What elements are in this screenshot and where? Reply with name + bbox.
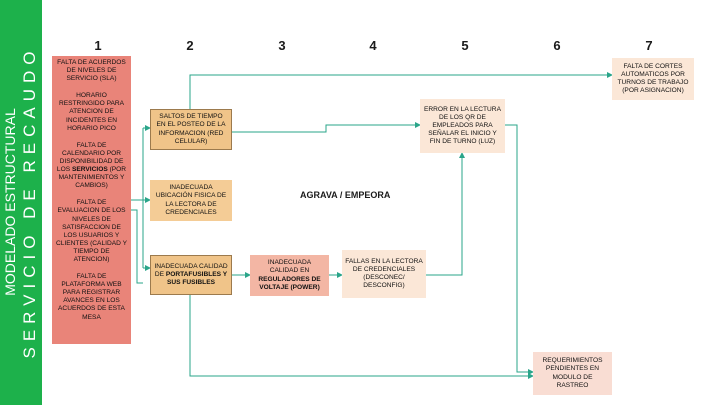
cause-plataforma: FALTA DE PLATAFORMA WEB PARA REGISTRAR A… xyxy=(58,273,125,321)
box-error-qr: ERROR EN LA LECTURA DE LOS QR DE EMPLEAD… xyxy=(420,99,505,153)
cause-evaluacion: FALTA DE EVALUACION DE LOS NIVELES DE SA… xyxy=(56,199,127,263)
box-reguladores-text-bold: REGULADORES DE VOLTAJE (POWER) xyxy=(258,275,321,291)
box-cortes-automaticos: FALTA DE CORTES AUTOMATICOS POR TURNOS D… xyxy=(612,58,694,100)
box-fallas-lectora-text: FALLAS EN LA LECTORA DE CREDENCIALES (DE… xyxy=(345,257,423,290)
column-number-3: 3 xyxy=(278,38,286,53)
box-requerimientos: REQUERIMIENTOS PENDIENTES EN MODULO DE R… xyxy=(533,352,612,395)
column-number-2: 2 xyxy=(186,38,194,53)
arrow-saltos-to-cortes xyxy=(189,72,613,110)
box-portafusibles-text-bold: PORTAFUSIBLES Y SUS FUSIBLES xyxy=(165,270,228,287)
arrow-saltos-to-error xyxy=(232,122,421,133)
box-portafusibles: INADECUADA CALIDAD DE PORTAFUSIBLES Y SU… xyxy=(150,255,232,295)
cause-calendario-text-1: FALTA DE CALENDARIO POR DISPONIBILIDAD D… xyxy=(56,141,124,174)
cause-horario: HORARIO RESTRINGIDO PARA ATENCION DE INC… xyxy=(58,92,125,132)
box-ubicacion-lectora: INADECUADA UBICACIÓN FISICA DE LA LECTOR… xyxy=(150,180,232,221)
box-error-qr-text: ERROR EN LA LECTURA DE LOS QR DE EMPLEAD… xyxy=(424,105,501,146)
box-reguladores-text-1: INADECUADA CALIDAD EN xyxy=(267,259,312,275)
column-number-1: 1 xyxy=(94,38,102,53)
cause-calendario: FALTA DE CALENDARIO POR DISPONIBILIDAD D… xyxy=(56,142,127,191)
box-reguladores-text: INADECUADA CALIDAD EN REGULADORES DE VOL… xyxy=(253,259,326,291)
agrava-empeora-label: AGRAVA / EMPEORA xyxy=(300,190,391,200)
box-fallas-lectora: FALLAS EN LA LECTORA DE CREDENCIALES (DE… xyxy=(342,250,426,298)
box-requerimientos-text: REQUERIMIENTOS PENDIENTES EN MODULO DE R… xyxy=(542,357,603,389)
causes-box: FALTA DE ACUERDOS DE NIVELES DE SERVICIO… xyxy=(52,56,131,344)
column-number-7: 7 xyxy=(645,38,653,53)
arrow-causes-to-requerimientos xyxy=(131,209,143,284)
box-reguladores: INADECUADA CALIDAD EN REGULADORES DE VOL… xyxy=(250,255,329,296)
sidebar: MODELADO ESTRUCTURAL SERVICIO DE RECAUDO xyxy=(0,0,42,405)
box-portafusibles-text: INADECUADA CALIDAD DE PORTAFUSIBLES Y SU… xyxy=(154,263,228,287)
column-number-5: 5 xyxy=(461,38,469,53)
cause-calendario-text-bold: SERVICIOS xyxy=(71,166,108,174)
column-number-4: 4 xyxy=(369,38,377,53)
arrow-portafusibles-to-requerimientos xyxy=(189,295,534,379)
arrow-error-to-requerimientos xyxy=(505,124,534,375)
box-saltos-tiempo: SALTOS DE TIEMPO EN EL POSTEO DE LA INFO… xyxy=(150,109,232,150)
cause-calendario-text-2: (POR MANTENIMIENTOS Y CAMBIOS) xyxy=(58,166,127,190)
arrow-fallas-to-error xyxy=(426,152,465,276)
box-ubicacion-lectora-text: INADECUADA UBICACIÓN FISICA DE LA LECTOR… xyxy=(155,184,227,216)
box-portafusibles-text-1: INADECUADA CALIDAD DE xyxy=(154,262,228,278)
column-number-6: 6 xyxy=(553,38,561,53)
box-saltos-tiempo-text: SALTOS DE TIEMPO EN EL POSTEO DE LA INFO… xyxy=(156,113,226,145)
box-cortes-automaticos-text: FALTA DE CORTES AUTOMATICOS POR TURNOS D… xyxy=(617,62,689,95)
cause-sla: FALTA DE ACUERDOS DE NIVELES DE SERVICIO… xyxy=(57,59,126,83)
